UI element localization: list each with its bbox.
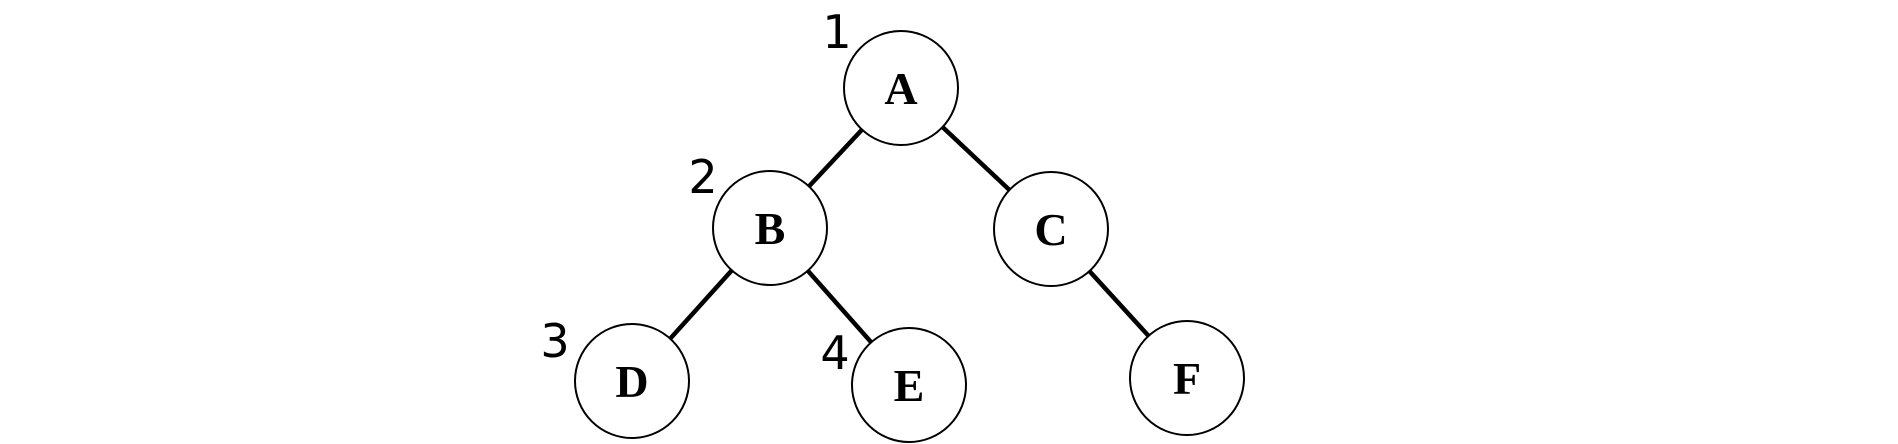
tree-node-D: D3: [540, 314, 690, 439]
node-label-D: D: [615, 356, 648, 407]
order-label-4-node-E: 4: [820, 326, 849, 380]
order-label-3-node-D: 3: [540, 314, 569, 368]
tree-node-B: B2: [688, 150, 828, 286]
tree-node-E: E4: [820, 326, 967, 443]
node-circle-F: [1129, 320, 1245, 436]
node-label-E: E: [894, 360, 925, 411]
order-label-2-node-B: 2: [688, 150, 717, 204]
node-circle-C: [993, 171, 1109, 287]
node-label-B: B: [755, 203, 786, 254]
tree-node-A: A1: [822, 5, 959, 146]
node-circle-A: [843, 30, 959, 146]
node-circle-B: [712, 170, 828, 286]
node-label-A: A: [884, 63, 917, 114]
node-label-C: C: [1034, 204, 1067, 255]
tree-node-C: C: [993, 171, 1109, 287]
node-label-F: F: [1173, 353, 1201, 404]
node-circle-E: [851, 327, 967, 443]
tree-node-F: F: [1129, 320, 1245, 436]
node-circle-D: [574, 323, 690, 439]
order-label-1-node-A: 1: [822, 5, 851, 59]
